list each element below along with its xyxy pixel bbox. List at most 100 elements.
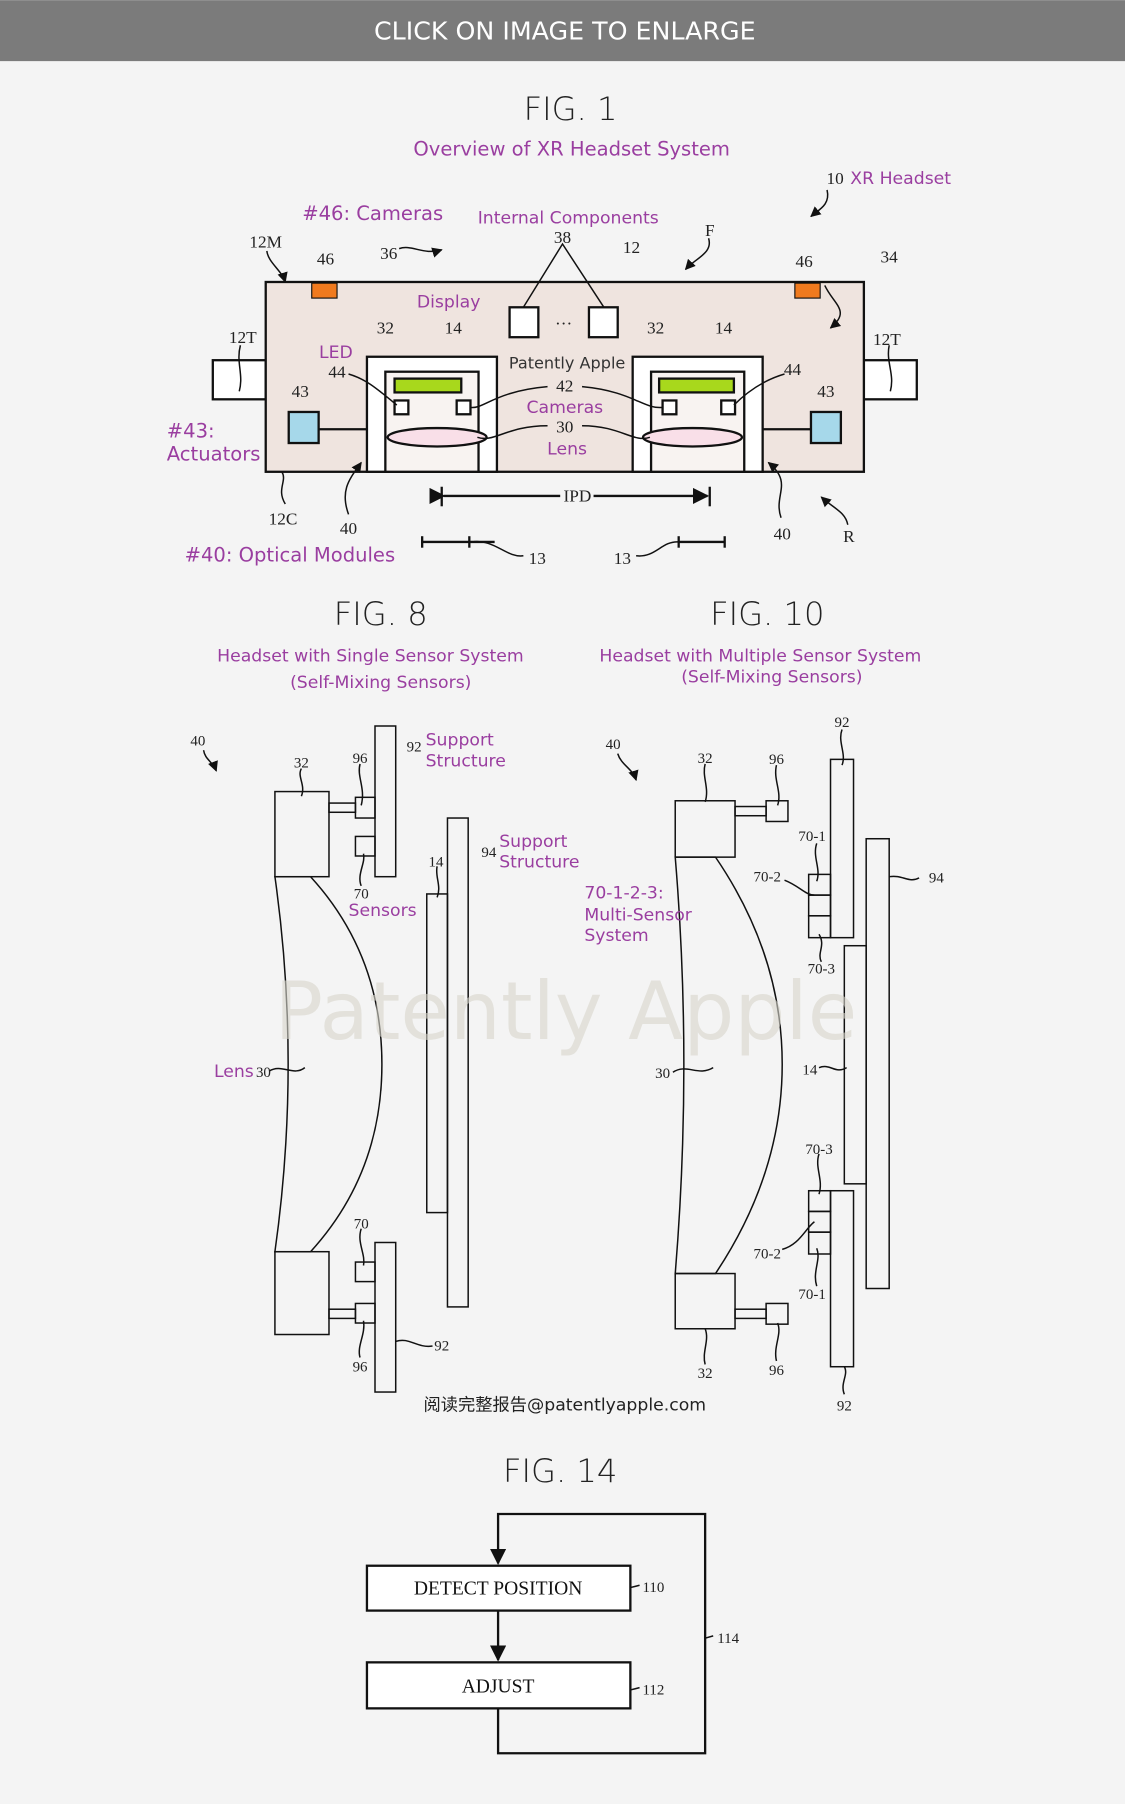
camera-46-left: [311, 282, 338, 299]
step-label: ADJUST: [462, 1676, 535, 1697]
ref-42: 42: [556, 376, 573, 395]
ref-70-2: 70-2: [754, 869, 781, 885]
ref-34: 34: [881, 247, 899, 266]
label-display: Display: [417, 292, 481, 312]
ref-92: 92: [407, 739, 422, 755]
ref-32: 32: [698, 751, 713, 767]
label-support-structure: Structure: [426, 751, 506, 771]
ref-70-3: 70-3: [805, 1142, 832, 1158]
ref-40: 40: [606, 737, 621, 753]
lens-holder-32: [674, 1272, 736, 1330]
fig-8: FIG. 8 Headset with Single Sensor System…: [190, 595, 579, 1393]
label-optical-modules: #40: Optical Modules: [185, 544, 396, 567]
support-92: [374, 725, 397, 878]
ref-43: 43: [817, 382, 834, 401]
fig8-title: FIG. 8: [334, 595, 428, 633]
ref-46: 46: [317, 250, 335, 269]
fig10-subtitle: Headset with Multiple Sensor System: [599, 647, 921, 667]
camera-96: [765, 1302, 789, 1325]
eye-camera: [455, 399, 472, 416]
step-label: DETECT POSITION: [414, 1578, 583, 1599]
display-panel: [393, 377, 463, 394]
camera-96: [354, 796, 376, 819]
fig10-subtitle-2: (Self-Mixing Sensors): [681, 667, 862, 687]
ref-10: 10: [826, 169, 843, 188]
camera-96: [765, 800, 789, 823]
ref-70-2: 70-2: [754, 1247, 781, 1263]
ref-46: 46: [795, 252, 813, 271]
lens-30: [274, 875, 383, 1253]
ref-12c: 12C: [269, 510, 298, 529]
fig14-title: FIG. 14: [503, 1452, 617, 1490]
support-92: [829, 1189, 855, 1368]
enlarge-banner[interactable]: CLICK ON IMAGE TO ENLARGE: [0, 0, 1125, 62]
fig8-subtitle: Headset with Single Sensor System: [217, 647, 523, 667]
label-support-structure: Support: [426, 731, 494, 751]
label-actuators-num: #43:: [167, 419, 215, 442]
lens-holder-32: [274, 1250, 330, 1336]
ref-70-1: 70-1: [798, 829, 825, 845]
ref-70: 70: [354, 1217, 369, 1233]
ref-32: 32: [698, 1366, 713, 1382]
ref-12m: 12M: [249, 232, 282, 251]
led: [393, 399, 410, 416]
optical-module-left: [365, 355, 499, 473]
ref-38: 38: [554, 228, 571, 247]
ref-32: 32: [294, 755, 309, 771]
source-note[interactable]: 阅读完整报告@patentlyapple.com: [424, 1395, 707, 1415]
multi-sensor-stack: [807, 873, 832, 939]
internal-component-box: [587, 306, 619, 339]
ref-12t: 12T: [229, 328, 257, 347]
ref-14: 14: [428, 854, 443, 870]
label-lens: Lens: [547, 440, 587, 460]
actuator-43-right: [809, 410, 843, 445]
ref-40: 40: [190, 734, 205, 750]
lens-30: [674, 856, 783, 1275]
headset-housing: [264, 280, 866, 473]
sensor-70: [354, 1261, 376, 1283]
ref-96: 96: [353, 1359, 368, 1375]
led: [720, 399, 737, 416]
flow-step-detect-position: DETECT POSITION: [365, 1564, 632, 1612]
sensor-70: [354, 835, 376, 857]
label-support-structure: Support: [499, 832, 567, 852]
lens: [386, 426, 488, 448]
label-xr-headset: XR Headset: [850, 169, 951, 189]
ref-96: 96: [769, 1363, 784, 1379]
ipd-label: IPD: [564, 487, 592, 506]
display-14: [426, 893, 449, 1214]
ref-32: 32: [377, 319, 394, 338]
ref-14: 14: [445, 319, 463, 338]
eye-camera: [661, 399, 678, 416]
ref-30: 30: [655, 1066, 670, 1082]
ref-30: 30: [556, 418, 573, 437]
ref-f: F: [705, 221, 715, 240]
ref-14: 14: [715, 319, 733, 338]
ref-70: 70: [354, 887, 369, 903]
ref-114: 114: [717, 1631, 739, 1647]
ref-70-1: 70-1: [798, 1287, 825, 1303]
ref-40: 40: [774, 525, 791, 544]
banner-text[interactable]: CLICK ON IMAGE TO ENLARGE: [374, 16, 756, 45]
multi-sensor-stack: [807, 1189, 832, 1255]
fig-1: FIG. 1 Overview of XR Headset System ···: [167, 90, 952, 568]
flow-step-adjust: ADJUST: [365, 1661, 632, 1710]
label-led: LED: [319, 343, 353, 363]
ref-13: 13: [529, 549, 546, 568]
ref-36: 36: [380, 244, 398, 263]
fig1-subtitle: Overview of XR Headset System: [413, 137, 730, 160]
inline-watermark: Patently Apple: [509, 353, 626, 372]
camera-96: [354, 1302, 376, 1324]
label-internal-components: Internal Components: [478, 208, 659, 228]
ref-32: 32: [647, 319, 664, 338]
ref-70-3: 70-3: [808, 961, 835, 977]
ref-30: 30: [256, 1065, 271, 1081]
support-92: [374, 1241, 397, 1393]
label-support-structure: Structure: [499, 852, 579, 872]
support-92: [829, 758, 855, 939]
ref-94: 94: [481, 845, 496, 861]
camera-46-right: [794, 282, 821, 299]
fig1-title: FIG. 1: [524, 90, 618, 128]
ref-12t: 12T: [873, 330, 901, 349]
